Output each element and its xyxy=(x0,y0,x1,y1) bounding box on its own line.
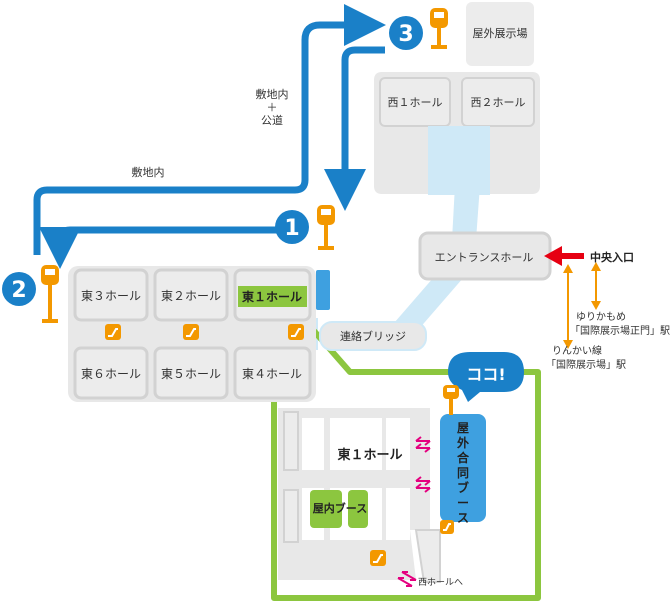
svg-text:屋: 屋 xyxy=(457,421,469,435)
svg-text:東３ホール: 東３ホール xyxy=(81,289,141,303)
svg-text:連絡ブリッジ: 連絡ブリッジ xyxy=(340,329,406,343)
route-label-site-public-3: 公道 xyxy=(261,113,283,127)
double-arrow-icon xyxy=(415,436,431,453)
svg-text:2: 2 xyxy=(11,278,26,303)
svg-text:同: 同 xyxy=(457,466,469,480)
svg-text:ココ!: ココ! xyxy=(466,365,505,384)
svg-text:東２ホール: 東２ホール xyxy=(161,289,221,303)
svg-text:合: 合 xyxy=(457,450,470,465)
svg-text:ブ: ブ xyxy=(457,480,469,495)
hall-east1: 東１ホール xyxy=(233,268,312,322)
svg-text:東４ホール: 東４ホール xyxy=(242,367,302,381)
central-entrance-arrow xyxy=(544,246,584,266)
svg-text:外: 外 xyxy=(457,435,469,450)
bus-stop-2: 2 xyxy=(2,265,59,323)
escalator-icon xyxy=(370,550,386,566)
svg-text:東５ホール: 東５ホール xyxy=(161,367,221,381)
hall-west2 xyxy=(461,77,535,127)
svg-text:西２ホール: 西２ホール xyxy=(471,96,526,109)
hall-west1 xyxy=(379,77,451,127)
bus-stop-icon xyxy=(443,385,459,415)
bridge: 連絡ブリッジ xyxy=(319,321,427,351)
svg-text:ー: ー xyxy=(457,496,469,510)
double-arrow-icon xyxy=(563,264,573,349)
detail-hall-label: 東１ホール xyxy=(337,447,402,463)
hall-east5: 東５ホール xyxy=(153,346,229,400)
bus-stop-icon xyxy=(317,205,335,250)
rinkai-label-1: りんかい線 xyxy=(552,344,602,357)
double-arrow-icon xyxy=(591,262,601,310)
here-badge: ココ! xyxy=(448,352,524,402)
double-arrow-icon xyxy=(415,476,431,493)
route-label-site-public-2: ＋ xyxy=(267,101,278,114)
escalator-icon xyxy=(288,324,304,340)
svg-text:屋外展示場: 屋外展示場 xyxy=(473,27,528,40)
escalator-icon xyxy=(440,520,454,534)
outdoor-booth-label: 屋 外 合 同 ブ ー ス xyxy=(457,421,470,525)
double-arrow-icon xyxy=(397,571,417,587)
svg-text:1: 1 xyxy=(284,216,299,241)
west-halls: 西１ホール 西２ホール xyxy=(374,72,540,194)
detail-map xyxy=(278,408,441,583)
hall-east3: 東３ホール xyxy=(73,268,149,322)
east-building-marker xyxy=(316,270,330,310)
indoor-booth-label: 屋内ブース xyxy=(313,501,367,515)
outdoor-exhibition: 屋外展示場 xyxy=(466,2,534,66)
yurikamome-label-1: ゆりかもめ xyxy=(576,311,626,323)
bus-stop-icon xyxy=(41,265,59,323)
route-label-site-inside: 敷地内 xyxy=(132,165,165,179)
svg-text:ス: ス xyxy=(457,511,469,525)
entrance-hall: エントランスホール xyxy=(418,231,552,281)
central-entrance-label: 中央入口 xyxy=(590,250,634,264)
bus-stop-3: 3 xyxy=(389,8,448,50)
svg-text:東６ホール: 東６ホール xyxy=(81,367,141,381)
svg-text:エントランスホール: エントランスホール xyxy=(435,251,534,264)
yurikamome-label-2: 「国際展示場正門」駅 xyxy=(570,324,670,337)
bus-stop-icon xyxy=(430,8,448,49)
bus-routes xyxy=(33,4,386,269)
rinkai-label-2: 「国際展示場」駅 xyxy=(546,358,626,371)
svg-text:3: 3 xyxy=(398,22,413,47)
outdoor-joint-booth xyxy=(440,414,486,522)
bus-stop-1: 1 xyxy=(275,205,335,250)
escalator-icon xyxy=(183,324,199,340)
escalator-icon xyxy=(105,324,121,340)
hall-east2: 東２ホール xyxy=(153,268,229,322)
svg-text:西１ホール: 西１ホール xyxy=(388,96,443,109)
route-label-site-public-1: 敷地内 xyxy=(256,87,289,101)
to-west-label: 西ホールへ xyxy=(418,577,463,588)
hall-east4: 東４ホール xyxy=(233,346,312,400)
hall-east6: 東６ホール xyxy=(73,346,149,400)
svg-text:東１ホール: 東１ホール xyxy=(242,289,302,304)
